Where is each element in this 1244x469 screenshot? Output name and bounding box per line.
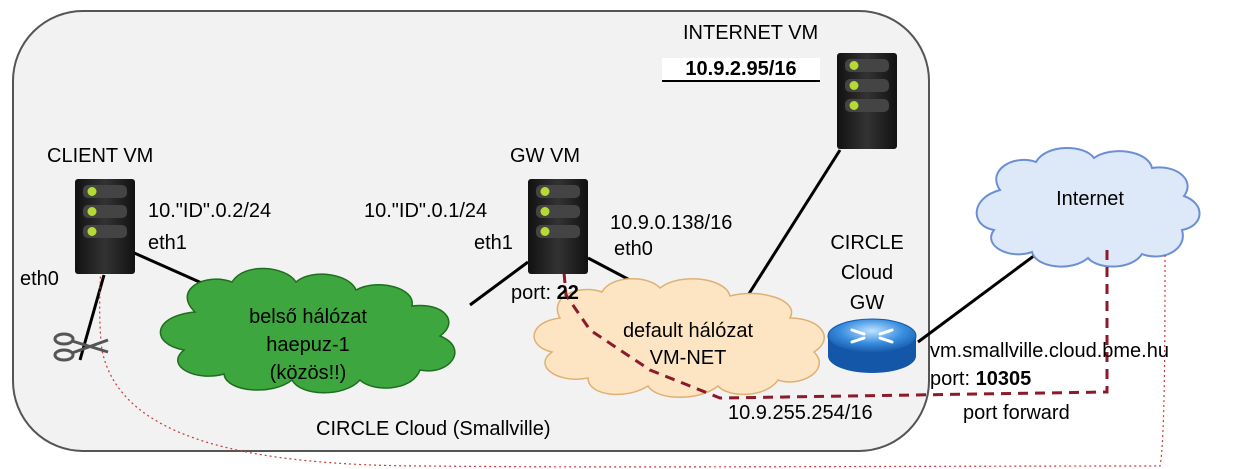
inner-network-cloud — [159, 267, 456, 394]
gw-vm-eth0: eth0 — [614, 238, 653, 260]
gw-port-label: port: — [511, 282, 552, 304]
internet-vm-title: INTERNET VM — [683, 22, 819, 44]
cloud-area-label: CIRCLE Cloud (Smallville) — [316, 418, 551, 440]
gw-vm-port: port: 22 — [511, 282, 579, 304]
inner-network-line2: haepuz-1 — [266, 334, 350, 356]
internet-label: Internet — [1056, 188, 1124, 210]
cloud-gw-line3: GW — [849, 292, 885, 314]
inner-network-line3: (közös!!) — [269, 362, 347, 384]
inner-network-line1: belső hálózat — [249, 306, 367, 328]
default-network-cloud — [533, 277, 825, 398]
client-vm-eth0: eth0 — [20, 268, 59, 290]
cloud-gw-line2: Cloud — [840, 262, 894, 284]
gw-vm-title: GW VM — [510, 145, 580, 167]
port-forward-label: port forward — [963, 402, 1070, 424]
link-inner-gw — [469, 260, 529, 307]
public-hostname: vm.smallville.cloud.bme.hu — [930, 340, 1169, 362]
default-gateway-ip: 10.9.255.254/16 — [728, 402, 873, 424]
public-port: port: 10305 — [930, 368, 1031, 390]
default-network-line1: default hálózat — [622, 320, 754, 342]
client-vm-ip: 10."ID".0.2/24 — [148, 200, 272, 222]
gw-vm-inner-ip: 10."ID".0.1/24 — [364, 200, 488, 222]
public-port-label: port: — [930, 368, 971, 390]
client-vm-server-icon — [75, 179, 135, 274]
gw-vm-eth1: eth1 — [474, 232, 513, 254]
gw-port-value: 22 — [556, 282, 579, 304]
client-vm-eth1: eth1 — [148, 232, 187, 254]
router-icon — [827, 318, 917, 373]
public-port-value: 10305 — [975, 368, 1032, 390]
link-default-internetvm — [743, 149, 842, 301]
internet-cloud — [975, 146, 1201, 268]
internet-vm-ip: 10.9.2.95/16 — [662, 58, 820, 82]
gw-vm-outer-ip: 10.9.0.138/16 — [610, 212, 733, 234]
default-network-line2: VM-NET — [649, 347, 727, 369]
port-forward-path — [560, 249, 1109, 400]
internet-vm-server-icon — [837, 53, 897, 149]
client-vm-title: CLIENT VM — [47, 145, 154, 167]
cloud-gw-line1: CIRCLE — [830, 232, 904, 254]
scissors-icon — [53, 332, 109, 362]
gw-vm-server-icon — [528, 179, 588, 274]
